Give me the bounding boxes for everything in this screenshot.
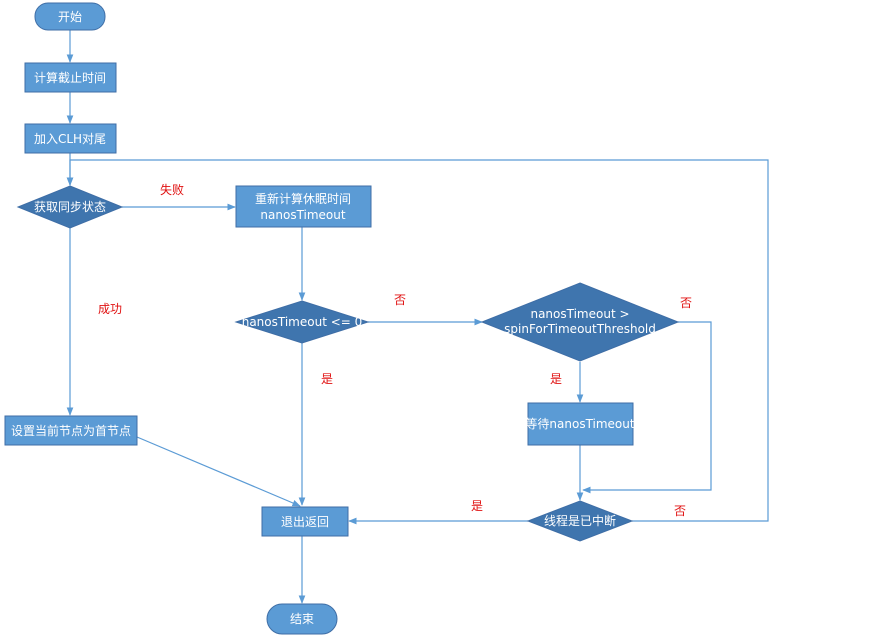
recompute-label-line1: 重新计算休眠时间: [255, 191, 351, 206]
recompute-label-line2: nanosTimeout: [260, 208, 345, 222]
check-spin-label-line1: nanosTimeout >: [530, 307, 629, 321]
end-node: 结束: [266, 603, 338, 635]
end-label: 结束: [290, 612, 314, 626]
check-spin-label-line2: spinForTimeoutThreshold: [504, 322, 656, 336]
start-node: 开始: [34, 2, 106, 31]
label-success: 成功: [98, 302, 122, 316]
edge-labels: 失败 成功 否 是 否 是 是 否: [98, 182, 692, 518]
interrupted-decision: 线程是已中断: [526, 500, 634, 542]
wait-node: 等待nanosTimeout: [525, 402, 635, 446]
enqueue-node: 加入CLH对尾: [24, 123, 117, 154]
label-fail: 失败: [160, 182, 184, 197]
check-zero-decision: nanosTimeout <= 0: [234, 300, 370, 344]
label-yes-zero: 是: [321, 372, 333, 386]
exit-label: 退出返回: [281, 515, 329, 529]
label-no-interrupt: 否: [674, 504, 686, 518]
label-yes-spin: 是: [550, 372, 562, 386]
compute-deadline-label: 计算截止时间: [34, 70, 106, 85]
wait-label: 等待nanosTimeout: [525, 417, 634, 431]
interrupted-label: 线程是已中断: [544, 513, 616, 528]
check-spin-decision: nanosTimeout > spinForTimeoutThreshold: [480, 282, 680, 362]
start-label: 开始: [58, 10, 82, 24]
acquire-decision: 获取同步状态: [16, 185, 124, 229]
recompute-node: 重新计算休眠时间 nanosTimeout: [235, 185, 372, 228]
set-head-node: 设置当前节点为首节点: [4, 415, 138, 446]
set-head-label: 设置当前节点为首节点: [11, 423, 131, 438]
compute-deadline-node: 计算截止时间: [24, 62, 117, 93]
connectors: [66, 29, 769, 604]
connector-interrupted-loop-back: [66, 159, 769, 522]
label-no-spin: 否: [680, 296, 692, 310]
connector-checkspin-no-to-interrupted: [582, 321, 712, 494]
acquire-label: 获取同步状态: [34, 200, 106, 214]
label-yes-interrupt: 是: [471, 499, 483, 513]
check-zero-label: nanosTimeout <= 0: [242, 315, 363, 329]
exit-node: 退出返回: [261, 506, 349, 537]
label-no-zero: 否: [394, 293, 406, 307]
connector-sethead-to-exit: [136, 436, 301, 507]
enqueue-label: 加入CLH对尾: [34, 132, 106, 146]
